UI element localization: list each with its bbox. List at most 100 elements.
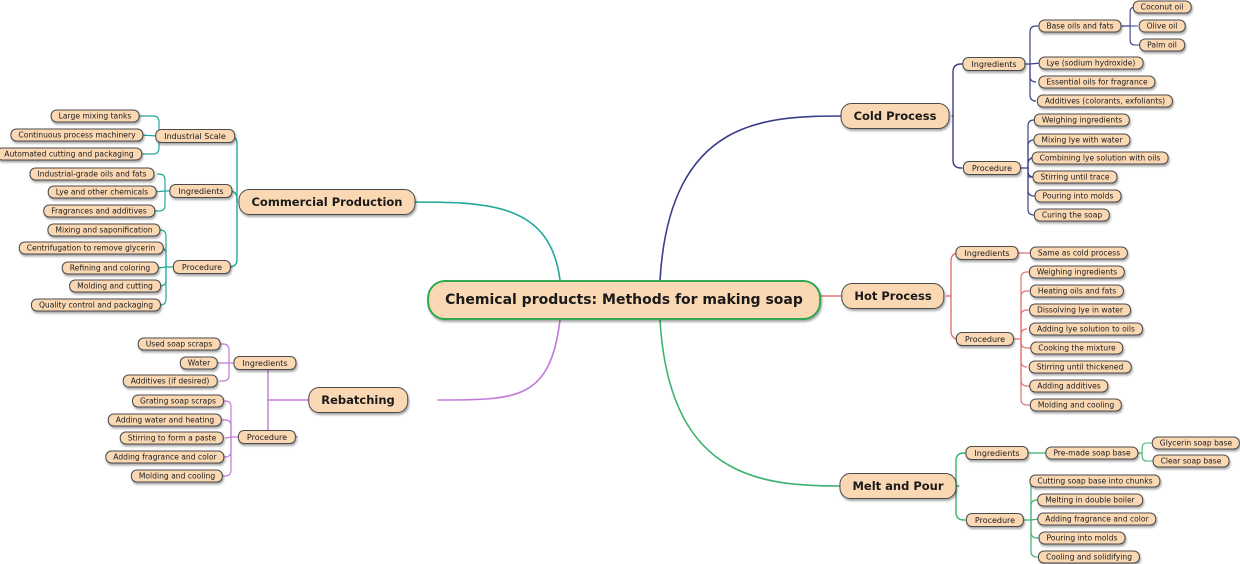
rebatch-item-molding-and-cooling[interactable]: Molding and cooling xyxy=(130,469,224,483)
cold-item-lye-sodium-hydroxide[interactable]: Lye (sodium hydroxide) xyxy=(1038,56,1144,70)
hot-item-adding-additives[interactable]: Adding additives xyxy=(1029,379,1109,393)
hot-group-procedure[interactable]: Procedure xyxy=(955,332,1015,346)
hot-item-line xyxy=(1020,338,1033,406)
cold-item-additives-colorants-exfoliants[interactable]: Additives (colorants, exfoliants) xyxy=(1036,94,1174,108)
hot-item-line xyxy=(1020,309,1029,340)
rebatch-item-line xyxy=(219,362,230,382)
rebatch-item-adding-water-and-heating[interactable]: Adding water and heating xyxy=(107,413,223,427)
melt-subitem-line xyxy=(1141,452,1156,462)
hot-item-heating-oils-and-fats[interactable]: Heating oils and fats xyxy=(1029,284,1125,298)
cold-group-line xyxy=(952,115,963,169)
commercial-item-line xyxy=(152,190,166,212)
cold-group-ingredients[interactable]: Ingredients xyxy=(962,57,1026,71)
melt-group-ingredients[interactable]: Ingredients xyxy=(965,446,1029,460)
cold-item-pouring-into-molds[interactable]: Pouring into molds xyxy=(1034,189,1122,203)
hot-item-dissolving-lye-in-water[interactable]: Dissolving lye in water xyxy=(1029,303,1131,317)
commercial-item-large-mixing-tanks[interactable]: Large mixing tanks xyxy=(50,109,140,123)
hot-item-molding-and-cooling[interactable]: Molding and cooling xyxy=(1029,398,1123,412)
commercial-item-industrial-grade-oils-and-fats[interactable]: Industrial-grade oils and fats xyxy=(29,167,155,181)
commercial-group-procedure[interactable]: Procedure xyxy=(172,260,232,274)
cold-branch-node[interactable]: Cold Process xyxy=(840,103,950,129)
melt-item-cutting-soap-base-into-chunks[interactable]: Cutting soap base into chunks xyxy=(1029,474,1161,488)
cold-subitem-palm-oil[interactable]: Palm oil xyxy=(1139,38,1185,52)
hot-item-line xyxy=(1020,328,1028,340)
commercial-item-automated-cutting-and-packaging[interactable]: Automated cutting and packaging xyxy=(0,147,142,161)
melt-item-cooling-and-solidifying[interactable]: Cooling and solidifying xyxy=(1037,550,1141,564)
hot-item-stirring-until-thickened[interactable]: Stirring until thickened xyxy=(1028,360,1132,374)
rebatch-item-grating-soap-scraps[interactable]: Grating soap scraps xyxy=(132,394,224,408)
hot-item-line xyxy=(1020,338,1028,368)
commercial-item-centrifugation-to-remove-glycerin[interactable]: Centrifugation to remove glycerin xyxy=(18,241,164,255)
cold-item-base-oils-and-fats[interactable]: Base oils and fats xyxy=(1038,19,1122,33)
rebatch-branch-node[interactable]: Rebatching xyxy=(308,387,408,413)
melt-item-adding-fragrance-and-color[interactable]: Adding fragrance and color xyxy=(1037,512,1157,526)
commercial-item-line xyxy=(156,173,166,192)
commercial-item-quality-control-and-packaging[interactable]: Quality control and packaging xyxy=(30,298,162,312)
rebatch-item-line xyxy=(218,419,232,438)
rebatch-item-used-soap-scraps[interactable]: Used soap scraps xyxy=(137,337,221,351)
commercial-branch-node[interactable]: Commercial Production xyxy=(238,189,416,215)
commercial-group-ingredients[interactable]: Ingredients xyxy=(169,184,233,198)
melt-subitem-line xyxy=(1141,442,1155,454)
cold-item-combining-lye-solution-with-oils[interactable]: Combining lye solution with oils xyxy=(1031,151,1169,165)
cold-item-line xyxy=(1029,63,1037,102)
cold-item-essential-oils-for-fragrance[interactable]: Essential oils for fragrance xyxy=(1038,75,1156,89)
hot-item-line xyxy=(1020,271,1032,340)
cold-subitem-olive-oil[interactable]: Olive oil xyxy=(1138,19,1186,33)
cold-item-curing-the-soap[interactable]: Curing the soap xyxy=(1033,208,1111,222)
hot-item-adding-lye-solution-to-oils[interactable]: Adding lye solution to oils xyxy=(1029,322,1143,336)
melt-item-pouring-into-molds[interactable]: Pouring into molds xyxy=(1038,531,1126,545)
commercial-item-line xyxy=(135,135,160,155)
rebatch-item-additives-if-desired[interactable]: Additives (if desired) xyxy=(122,374,218,388)
melt-item-line xyxy=(1030,499,1038,521)
melt-group-line xyxy=(955,485,966,521)
cold-item-stirring-until-trace[interactable]: Stirring until trace xyxy=(1032,170,1118,184)
melt-group-procedure[interactable]: Procedure xyxy=(965,513,1025,527)
rebatch-group-ingredients[interactable]: Ingredients xyxy=(233,356,297,370)
commercial-item-line xyxy=(157,266,167,269)
commercial-group-industrial-scale[interactable]: Industrial Scale xyxy=(155,129,235,143)
cold-item-mixing-lye-with-water[interactable]: Mixing lye with water xyxy=(1033,133,1131,147)
root-topic[interactable]: Chemical products: Methods for making so… xyxy=(427,280,821,320)
rebatch-item-line xyxy=(221,400,232,438)
rebatch-item-line xyxy=(225,436,232,439)
commercial-item-line xyxy=(136,115,160,137)
melt-subitem-clear-soap-base[interactable]: Clear soap base xyxy=(1152,454,1230,468)
commercial-item-lye-and-other-chemicals[interactable]: Lye and other chemicals xyxy=(47,185,157,199)
cold-group-line xyxy=(952,63,965,117)
melt-group-line xyxy=(955,452,968,487)
cold-group-procedure[interactable]: Procedure xyxy=(962,161,1022,175)
cold-subitem-coconut-oil[interactable]: Coconut oil xyxy=(1132,0,1192,14)
rebatch-item-water[interactable]: Water xyxy=(179,356,219,370)
cold-item-line xyxy=(1029,25,1039,65)
hot-item-cooking-the-mixture[interactable]: Cooking the mixture xyxy=(1030,341,1124,355)
commercial-branch-line xyxy=(406,201,561,281)
hot-item-line xyxy=(1020,290,1030,340)
commercial-item-molding-and-cutting[interactable]: Molding and cutting xyxy=(69,279,161,293)
hot-group-line xyxy=(950,252,960,297)
rebatch-item-stirring-to-form-a-paste[interactable]: Stirring to form a paste xyxy=(119,431,225,445)
commercial-group-line xyxy=(228,201,238,268)
commercial-item-mixing-and-saponification[interactable]: Mixing and saponification xyxy=(47,223,161,237)
cold-subitem-line xyxy=(1129,25,1140,46)
commercial-item-refining-and-coloring[interactable]: Refining and coloring xyxy=(61,261,159,275)
melt-branch-node[interactable]: Melt and Pour xyxy=(839,473,957,499)
cold-item-weighing-ingredients[interactable]: Weighing ingredients xyxy=(1033,113,1131,127)
melt-item-melting-in-double-boiler[interactable]: Melting in double boiler xyxy=(1037,493,1143,507)
rebatch-group-procedure[interactable]: Procedure xyxy=(237,430,297,444)
melt-subitem-glycerin-soap-base[interactable]: Glycerin soap base xyxy=(1151,436,1240,450)
hot-branch-node[interactable]: Hot Process xyxy=(841,283,945,309)
hot-item-weighing-ingredients[interactable]: Weighing ingredients xyxy=(1028,265,1126,279)
commercial-item-continuous-process-machinery[interactable]: Continuous process machinery xyxy=(10,128,144,142)
melt-branch-line xyxy=(659,319,851,487)
hot-item-same-as-cold-process[interactable]: Same as cold process xyxy=(1029,246,1129,260)
rebatch-item-adding-fragrance-and-color[interactable]: Adding fragrance and color xyxy=(105,450,225,464)
melt-item-pre-made-soap-base[interactable]: Pre-made soap base xyxy=(1045,446,1139,460)
rebatch-item-line xyxy=(220,436,232,477)
melt-item-line xyxy=(1030,519,1038,558)
rebatch-item-line xyxy=(216,343,230,364)
hot-group-ingredients[interactable]: Ingredients xyxy=(955,246,1019,260)
commercial-item-fragrances-and-additives[interactable]: Fragrances and additives xyxy=(43,204,155,218)
cold-item-line xyxy=(1029,63,1037,83)
